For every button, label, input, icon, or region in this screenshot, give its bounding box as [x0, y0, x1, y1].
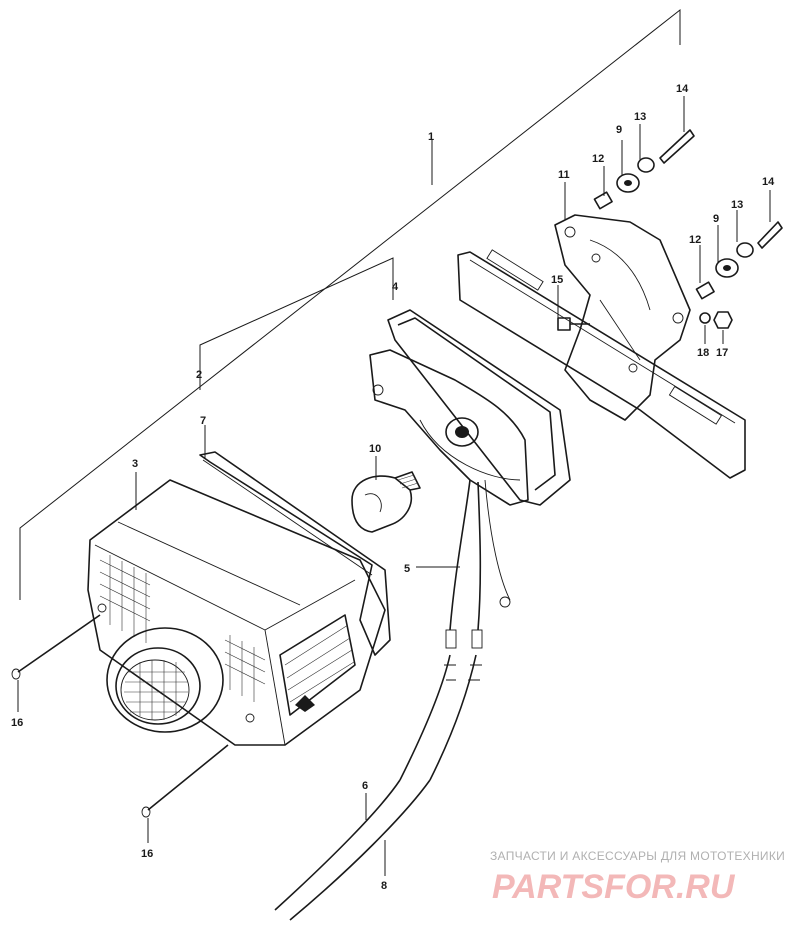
- callout-10: 10: [369, 443, 381, 455]
- screw-16-upper: [11, 614, 101, 680]
- callout-16-lower: 16: [141, 848, 153, 860]
- watermark-tagline: ЗАПЧАСТИ И АКСЕССУАРЫ ДЛЯ МОТОТЕХНИКИ: [490, 849, 785, 863]
- callout-3: 3: [132, 458, 138, 470]
- wiring-harness: [274, 479, 511, 921]
- callout-4: 4: [392, 281, 399, 293]
- socket-base: [369, 309, 571, 506]
- callout-12-upper: 12: [592, 153, 604, 165]
- license-bracket: [457, 214, 746, 479]
- callout-leaders: [17, 96, 771, 876]
- lens-gasket: [199, 451, 391, 656]
- callout-9-upper: 9: [616, 124, 622, 136]
- watermark-logo: PARTSFOR.RU: [492, 868, 736, 906]
- callout-7: 7: [200, 415, 206, 427]
- callout-6: 6: [362, 780, 368, 792]
- callout-13-upper: 13: [634, 111, 646, 123]
- callout-18: 18: [697, 347, 709, 359]
- callout-1: 1: [428, 131, 434, 143]
- assembly-bracket-1: [19, 8, 681, 600]
- callout-16-upper: 16: [11, 717, 23, 729]
- callout-13-lower: 13: [731, 199, 743, 211]
- callout-8: 8: [381, 880, 387, 892]
- callout-5: 5: [404, 563, 410, 575]
- callout-15: 15: [551, 274, 563, 286]
- callout-14-lower: 14: [762, 176, 775, 188]
- bulb: [351, 471, 421, 533]
- callout-11: 11: [558, 169, 570, 181]
- hardware-upper: [593, 129, 695, 210]
- callout-17: 17: [716, 347, 728, 359]
- callout-14-upper: 14: [676, 83, 689, 95]
- callout-12-lower: 12: [689, 234, 701, 246]
- taillight-housing: [87, 479, 386, 746]
- callout-2: 2: [196, 369, 202, 381]
- callout-9-lower: 9: [713, 213, 719, 225]
- hardware-lower: [695, 221, 783, 329]
- screw-16-lower: [141, 744, 229, 818]
- bolt-15: [557, 317, 590, 331]
- assembly-bracket-2: [199, 257, 394, 390]
